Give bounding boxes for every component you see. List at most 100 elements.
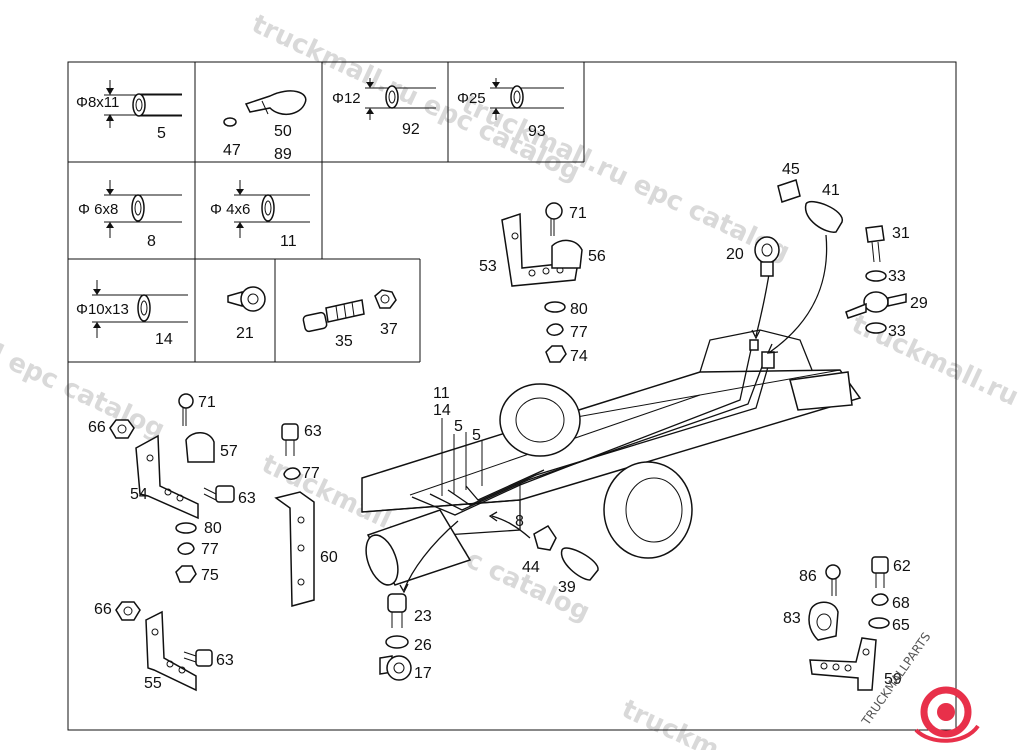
callout-68: 68: [892, 595, 910, 612]
clamp-icon: [185, 432, 215, 463]
washer-icon: [223, 117, 237, 127]
callout-20: 20: [726, 246, 744, 263]
banjo-icon: [240, 286, 266, 312]
callout-56: 56: [588, 248, 606, 265]
spring-washer-icon: [546, 323, 564, 336]
banjo-icon: [754, 236, 780, 264]
callout-23: 23: [414, 608, 432, 625]
wheel-rear-icon: [499, 383, 581, 457]
callout-63: 63: [238, 490, 256, 507]
callout-5b: 5: [472, 427, 481, 444]
callout-44: 44: [522, 559, 540, 576]
dim-label: Φ 6x8: [78, 201, 118, 218]
callout-8: 8: [515, 513, 524, 530]
spring-washer-icon: [871, 593, 889, 606]
callout-47: 47: [223, 142, 241, 159]
brake-lines: [411, 339, 775, 516]
clamp-icon: [808, 601, 839, 641]
tube-cell-92: Φ12 92: [332, 78, 436, 138]
callout-54: 54: [130, 486, 148, 503]
bolt-icon: [871, 556, 889, 574]
spring-washer-icon: [177, 542, 195, 555]
dim-label: Φ8x11: [76, 94, 119, 111]
bracket-55-group: 66 55 63: [94, 601, 234, 692]
washer-icon: [865, 270, 887, 282]
callout-93: 93: [528, 123, 546, 140]
washer-icon: [544, 301, 566, 313]
callout-74: 74: [570, 348, 588, 365]
bracket-53-group: 53 71 56 80 77 74: [479, 202, 606, 365]
callout-33: 33: [888, 268, 906, 285]
clip-icon: [777, 179, 801, 203]
bracket-59-group: 86 62 83 68 65 59: [783, 556, 911, 691]
nut-icon: [175, 565, 197, 583]
callout-29: 29: [910, 295, 928, 312]
clip-icon: [533, 525, 557, 551]
callout-80: 80: [570, 301, 588, 318]
dim-label: Φ 4x6: [210, 201, 250, 218]
callout-35: 35: [335, 333, 353, 350]
callout-26: 26: [414, 637, 432, 654]
callout-71b: 71: [198, 394, 216, 411]
callout-17: 17: [414, 665, 432, 682]
banjo-icon: [386, 655, 412, 681]
callout-75: 75: [201, 567, 219, 584]
tube-cell-14: Φ10x13 14: [76, 280, 188, 348]
bolt-icon: [387, 593, 407, 613]
screw-icon: [545, 202, 563, 220]
clip-icon: [244, 90, 307, 115]
callout-53: 53: [479, 258, 497, 275]
wheel-front-icon: [603, 461, 693, 559]
bolt-23-group: 23 26 17: [379, 593, 432, 682]
callout-86: 86: [799, 568, 817, 585]
tube-cell-5: Φ8x11 5: [76, 80, 182, 142]
fitting-cell: 35 37: [302, 289, 398, 350]
clamp-icon: [551, 239, 583, 269]
tube-cell-93: Φ25 93: [457, 78, 564, 140]
fittings-right-group: 45 41 20 31 33 29 33: [726, 161, 928, 340]
banjo-icon: [863, 291, 889, 313]
chassis-frame: [361, 329, 862, 586]
spring-washer-icon: [283, 467, 301, 480]
diagram-frame: [67, 61, 957, 731]
watermark-left: l epc catalog: [0, 339, 169, 445]
callout-71: 71: [569, 205, 587, 222]
washer-icon: [175, 522, 197, 534]
callout-21: 21: [236, 325, 254, 342]
callout-39: 39: [558, 579, 576, 596]
callout-77b: 77: [201, 541, 219, 558]
callout-57: 57: [220, 443, 238, 460]
callout-8: 8: [147, 233, 156, 250]
nut-icon: [115, 601, 141, 621]
fitting-icon: [302, 311, 328, 333]
callout-65: 65: [892, 617, 910, 634]
callout-41: 41: [822, 182, 840, 199]
callout-66: 66: [88, 419, 106, 436]
tube-table: Φ8x11 5 47 50 89 Φ12 92: [68, 62, 585, 363]
bracket-icon: [274, 491, 315, 607]
callout-89: 89: [274, 146, 292, 163]
callout-62: 62: [893, 558, 911, 575]
callout-66b: 66: [94, 601, 112, 618]
sleeve-icon: [560, 547, 599, 581]
callout-77c: 77: [302, 465, 320, 482]
callout-45: 45: [782, 161, 800, 178]
callout-14: 14: [433, 402, 451, 419]
washer-icon: [385, 635, 409, 649]
washer-icon: [865, 322, 887, 334]
line-callouts: 11 14 5 5 8: [433, 385, 524, 530]
bracket-icon: [145, 610, 197, 692]
callout-55: 55: [144, 675, 162, 692]
callout-14: 14: [155, 331, 173, 348]
sleeve-icon: [804, 201, 843, 233]
bolt-icon: [215, 485, 235, 503]
washer-icon: [868, 617, 890, 629]
tube-cell-11: Φ 4x6 11: [210, 180, 310, 250]
tube-cell-8: Φ 6x8 8: [78, 180, 182, 250]
truckmallparts-logo: TRUCKMALLPARTS: [858, 630, 980, 743]
bolt-icon: [195, 649, 213, 667]
nut-icon: [545, 345, 567, 363]
nut-icon: [109, 419, 135, 439]
callout-11: 11: [433, 385, 450, 402]
callout-77: 77: [570, 324, 588, 341]
